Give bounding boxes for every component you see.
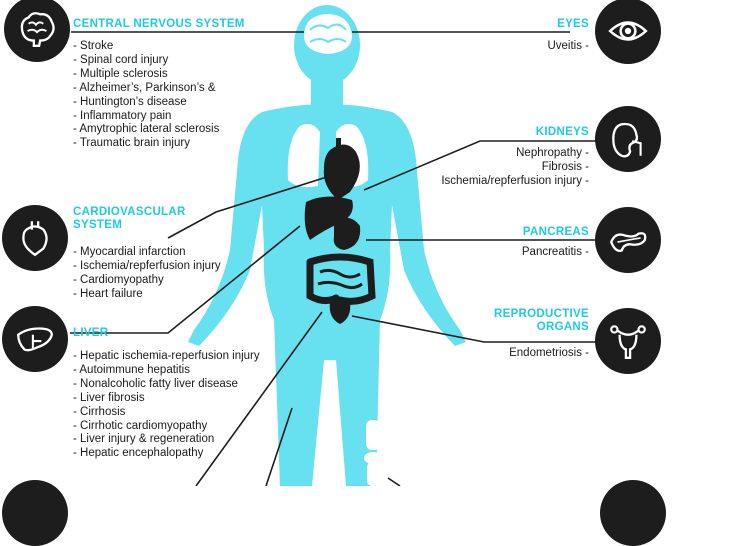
list-item: Cirrhotic cardiomyopathy	[73, 420, 260, 434]
partial-icon-circle-left	[2, 480, 68, 546]
list-item: Autoimmune hepatitis	[73, 364, 260, 378]
heart-organ	[323, 138, 360, 200]
cardio-conditions-list: Myocardial infarction Ischemia/repferfus…	[73, 246, 221, 302]
reproductive-conditions-list: Endometriosis -	[509, 347, 589, 361]
reproductive-title-line2: ORGANS	[536, 321, 589, 333]
list-item: Endometriosis -	[509, 347, 589, 359]
list-item: Ischemia/repferfusion injury	[73, 260, 221, 274]
cardio-title-line1: CARDIOVASCULAR	[73, 206, 186, 218]
list-item: Multiple sclerosis	[73, 68, 219, 82]
cns-title: CENTRAL NERVOUS SYSTEM	[73, 18, 245, 30]
liver-organ	[304, 196, 353, 240]
eye-icon	[608, 21, 648, 41]
liver-icon	[17, 327, 53, 352]
list-item: Fibrosis -	[541, 160, 589, 173]
eyes-title: EYES	[557, 18, 589, 30]
list-item: Hepatic encephalopathy	[73, 447, 260, 461]
reproductive-title-line1: REPRODUCTIVE	[494, 308, 589, 320]
kidneys-conditions-list: Nephropathy - Fibrosis - Ischemia/repfer…	[441, 147, 589, 189]
eyes-conditions-list: Uveitis -	[547, 40, 589, 54]
brain-organ	[304, 14, 352, 54]
reproductive-icon-circle	[595, 308, 661, 374]
list-item: Liver fibrosis	[73, 392, 260, 406]
reproductive-title: REPRODUCTIVE ORGANS	[494, 308, 589, 334]
kidney-icon	[612, 122, 642, 158]
bladder-organ	[329, 299, 351, 324]
knee-bones	[364, 420, 382, 486]
pancreas-icon	[609, 232, 647, 252]
small-intestine-organ	[317, 268, 363, 290]
cns-icon-circle	[4, 0, 70, 62]
pancreas-title: PANCREAS	[522, 226, 589, 238]
list-item: Stroke	[73, 40, 219, 54]
list-item: Liver injury & regeneration	[73, 433, 260, 447]
cardio-title-line2: SYSTEM	[73, 219, 123, 231]
cardio-title: CARDIOVASCULAR SYSTEM	[73, 206, 186, 232]
list-item: Nonalcoholic fatty liver disease	[73, 378, 260, 392]
list-item: Spinal cord injury	[73, 54, 219, 68]
pancreas-icon-circle	[595, 207, 661, 273]
list-item: Traumatic brain injury	[73, 137, 219, 151]
uterus-icon	[610, 325, 646, 359]
eyes-icon-circle	[595, 0, 661, 64]
pancreas-conditions-list: Pancreatitis -	[522, 246, 589, 260]
partial-icon-circle-right	[600, 480, 666, 546]
list-item: Amytrophic lateral sclerosis	[73, 123, 219, 137]
connector-lines	[70, 31, 600, 486]
list-item: Nephropathy -	[516, 147, 589, 159]
list-item: Alzheimer’s, Parkinson’s &	[73, 82, 219, 96]
list-item: Uveitis -	[547, 40, 589, 52]
list-item: Pancreatitis -	[521, 246, 589, 258]
cns-conditions-list: Stroke Spinal cord injury Multiple scler…	[73, 40, 219, 151]
intestine-organ	[306, 253, 376, 305]
cardio-icon-circle	[2, 205, 68, 271]
liver-icon-circle	[2, 306, 68, 372]
liver-conditions-list: Hepatic ischemia-reperfusion injury Auto…	[73, 350, 260, 461]
list-item: Myocardial infarction	[73, 246, 221, 260]
body-diagram	[70, 5, 600, 486]
list-item: Hepatic ischemia-reperfusion injury	[73, 350, 260, 364]
list-item: Ischemia/repferfusion injury -	[441, 174, 589, 187]
stomach-organ	[333, 217, 361, 250]
kidneys-title: KIDNEYS	[535, 126, 589, 138]
heart-icon	[22, 221, 48, 257]
brain-icon	[20, 12, 55, 47]
liver-title: LIVER	[73, 327, 109, 339]
list-item: Cirrhosis	[73, 406, 260, 420]
list-item: Huntington’s disease	[73, 96, 219, 110]
list-item: Cardiomyopathy	[73, 274, 221, 288]
list-item: Inflammatory pain	[73, 110, 219, 124]
list-item: Heart failure	[73, 288, 221, 302]
kidneys-icon-circle	[595, 106, 661, 172]
